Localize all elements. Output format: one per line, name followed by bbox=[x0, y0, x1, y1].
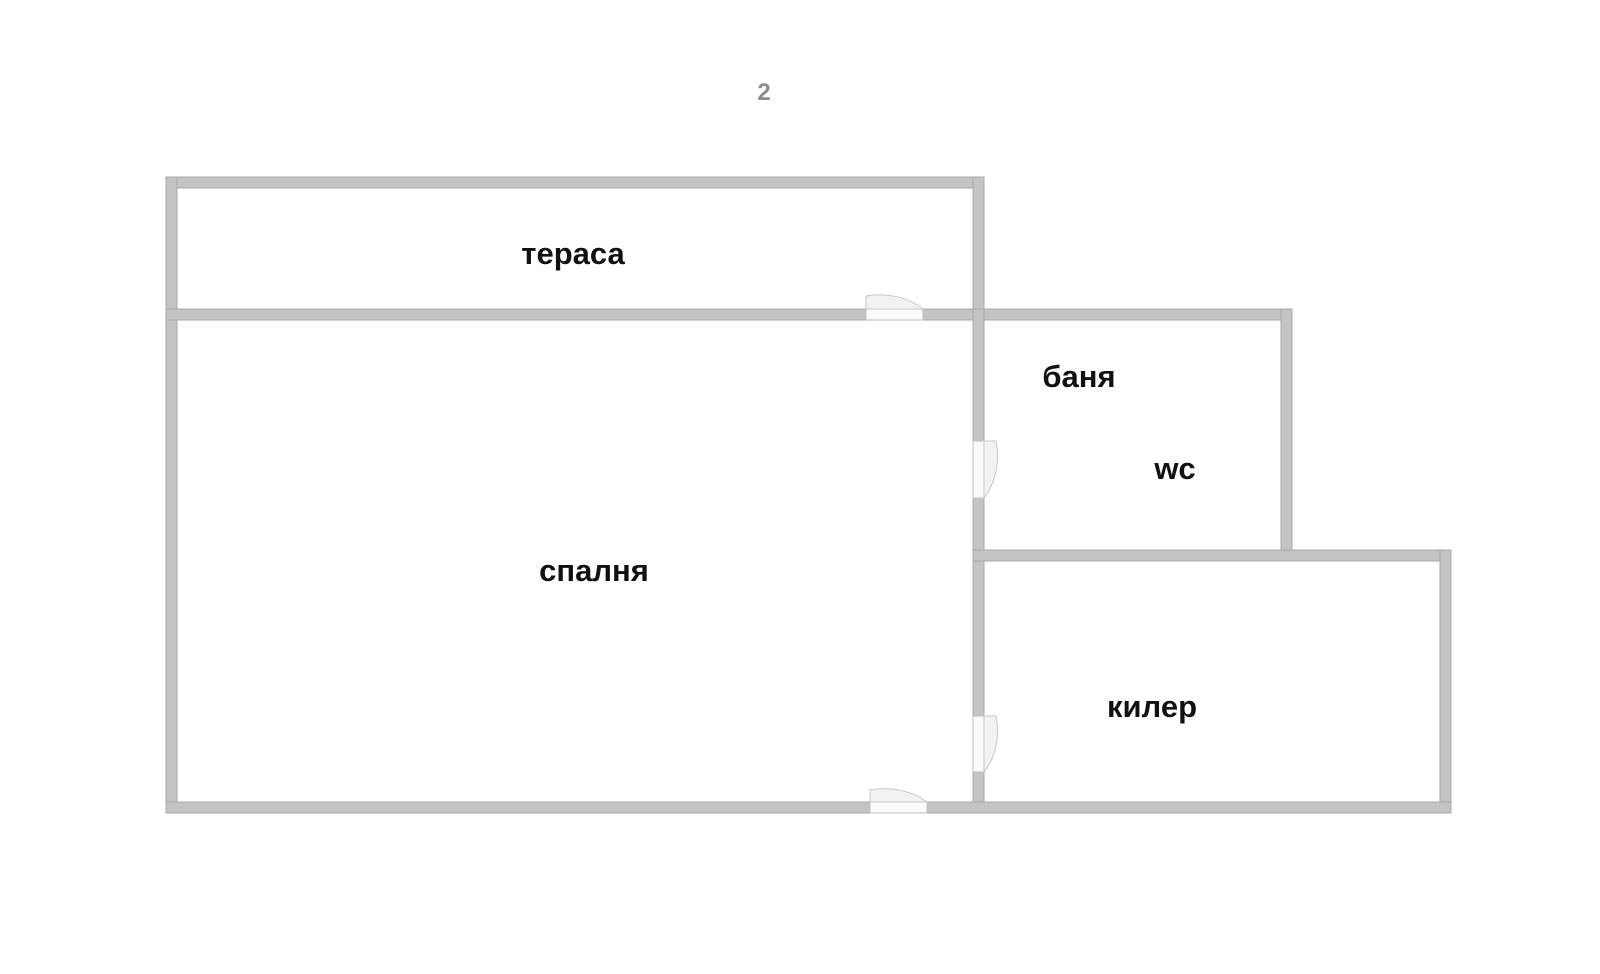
door-terrace-gap bbox=[865, 308, 924, 321]
door-bathroom bbox=[972, 440, 998, 500]
room-label-bathroom: баня bbox=[1042, 359, 1115, 394]
wall-bathroom-storage bbox=[972, 549, 1452, 562]
wall-terrace-bedroom bbox=[165, 308, 1293, 321]
doors bbox=[865, 294, 998, 814]
door-entrance-swing-icon bbox=[869, 788, 929, 803]
room-label-wc: wc bbox=[1153, 451, 1195, 486]
room-label-bedroom: спалня bbox=[539, 553, 649, 588]
door-storage bbox=[972, 715, 998, 774]
door-entrance-gap bbox=[869, 801, 928, 814]
room-label-terrace: тераса bbox=[521, 236, 625, 271]
door-terrace bbox=[865, 294, 925, 321]
wall-storage-right bbox=[1439, 549, 1452, 814]
wall-bottom bbox=[165, 801, 1452, 814]
room-label-storage: килер bbox=[1107, 689, 1197, 724]
door-storage-gap bbox=[972, 715, 985, 773]
wall-bathroom-right bbox=[1280, 308, 1293, 560]
door-terrace-swing-icon bbox=[865, 294, 925, 310]
walls bbox=[165, 176, 1452, 814]
door-storage-swing-icon bbox=[983, 715, 998, 774]
door-bathroom-gap bbox=[972, 440, 985, 499]
wall-terrace-right bbox=[972, 176, 985, 320]
floor-number: 2 bbox=[757, 79, 770, 106]
wall-terrace-left bbox=[165, 176, 178, 814]
door-bathroom-swing-icon bbox=[983, 440, 998, 500]
door-entrance bbox=[869, 788, 929, 814]
wall-terrace-top bbox=[165, 176, 985, 189]
